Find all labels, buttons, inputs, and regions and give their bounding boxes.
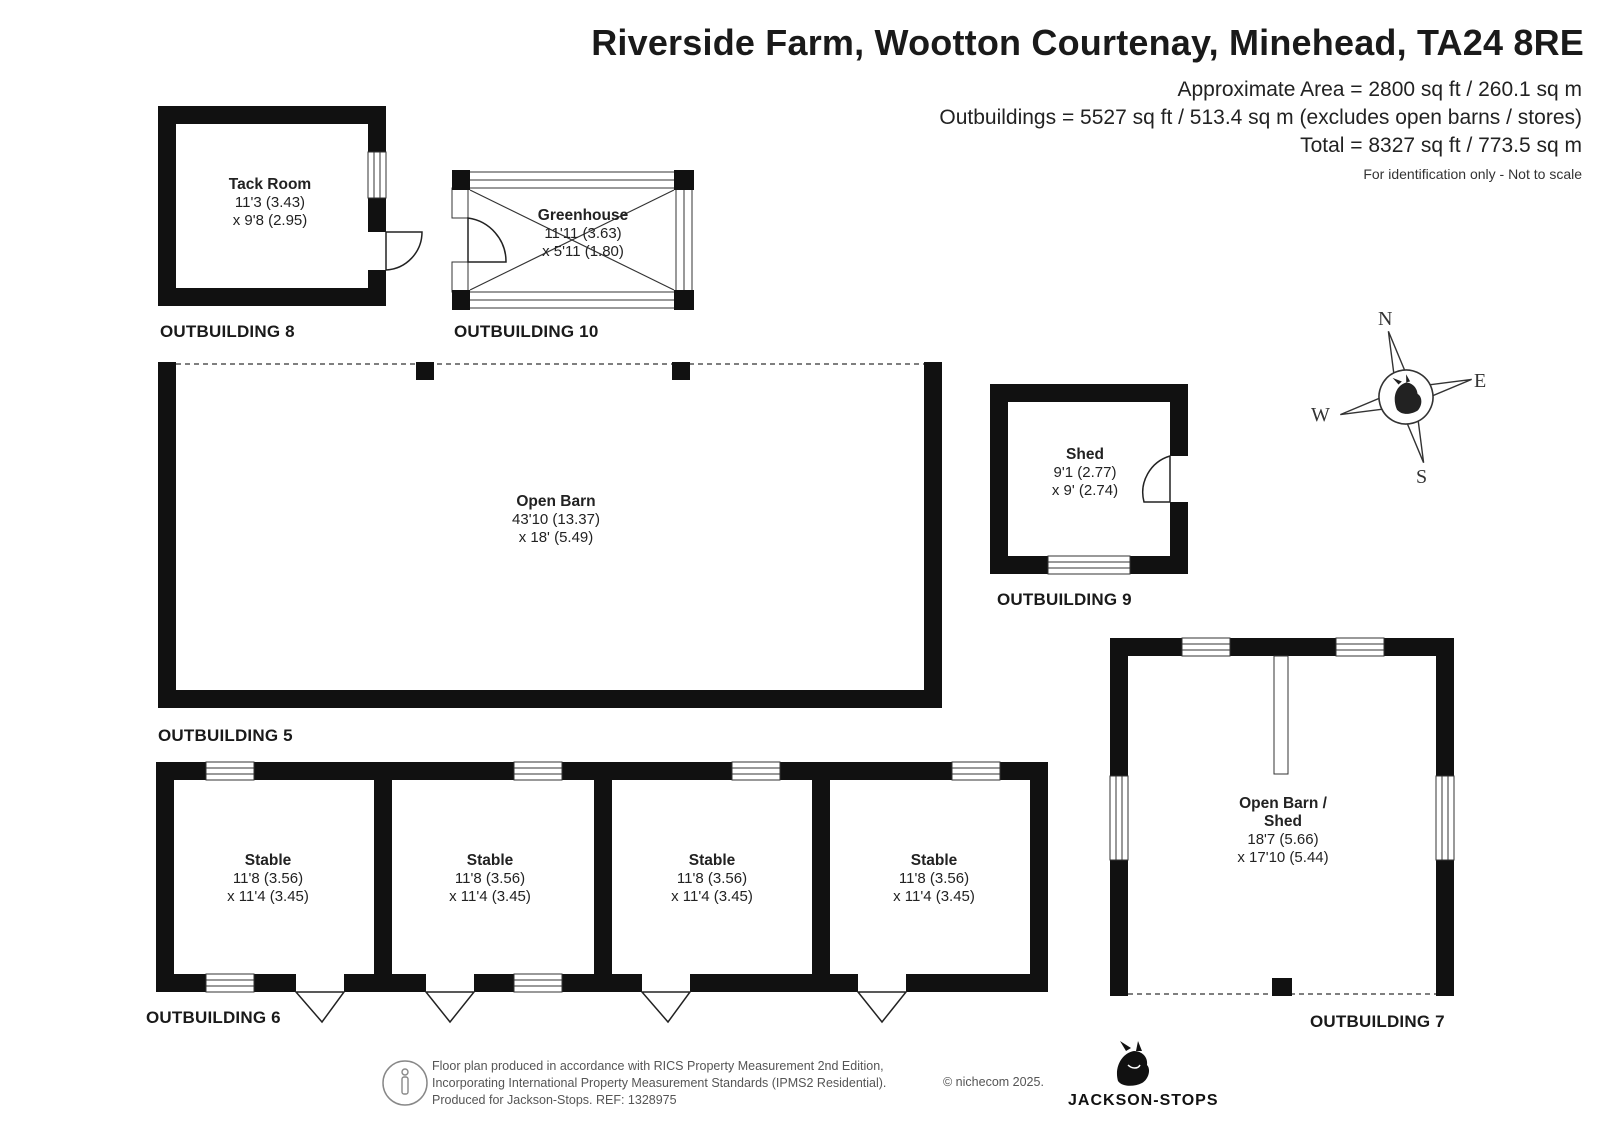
- outbuilding-6-label: OUTBUILDING 6: [146, 1008, 281, 1027]
- room-dim-1: 11'3 (3.43): [234, 194, 306, 211]
- compass-east: E: [1474, 370, 1487, 392]
- room-dim-2: x 17'10 (5.44): [1237, 849, 1329, 866]
- outbuilding-10-plan: [451, 170, 694, 310]
- room-dim-1: 43'10 (13.37): [512, 511, 600, 528]
- outbuilding-8-label: OUTBUILDING 8: [160, 322, 295, 341]
- area-main: Approximate Area = 2800 sq ft / 260.1 sq…: [1177, 78, 1583, 101]
- room-dim-2: x 11'4 (3.45): [893, 888, 975, 905]
- outbuilding-10-label: OUTBUILDING 10: [454, 322, 599, 341]
- compass-west: W: [1311, 404, 1330, 426]
- outbuilding-6-plan: [156, 761, 1048, 1024]
- room-open-barn-shed: Open Barn / Shed 18'7 (5.66) x 17'10 (5.…: [1237, 795, 1328, 867]
- room-name: Stable: [466, 852, 514, 869]
- room-name: Greenhouse: [537, 207, 629, 224]
- compass-south: S: [1416, 466, 1428, 488]
- room-stable-4: Stable 11'8 (3.56) x 11'4 (3.45): [893, 852, 975, 906]
- room-stable-1: Stable 11'8 (3.56) x 11'4 (3.45): [227, 852, 309, 906]
- footer-line-1: Floor plan produced in accordance with R…: [432, 1059, 884, 1073]
- room-open-barn: Open Barn 43'10 (13.37) x 18' (5.49): [512, 493, 600, 547]
- outbuilding-7-label: OUTBUILDING 7: [1310, 1012, 1445, 1031]
- room-name: Tack Room: [228, 176, 312, 193]
- room-name: Stable: [244, 852, 292, 869]
- area-outbuildings: Outbuildings = 5527 sq ft / 513.4 sq m (…: [939, 106, 1582, 129]
- jackson-stops-logo-icon: [1116, 1041, 1150, 1086]
- room-name: Shed: [1066, 446, 1104, 463]
- person-measure-icon: [382, 1060, 428, 1106]
- room-dim-2: x 18' (5.49): [518, 529, 594, 546]
- disclaimer: For identification only - Not to scale: [1363, 166, 1582, 182]
- compass-north: N: [1378, 308, 1393, 330]
- room-dim-2: x 9' (2.74): [1051, 482, 1119, 499]
- room-name-line-1: Open Barn /: [1239, 795, 1327, 812]
- footer-statement: Floor plan produced in accordance with R…: [432, 1058, 886, 1109]
- room-greenhouse: Greenhouse 11'11 (3.63) x 5'11 (1.80): [538, 207, 628, 261]
- room-dim-1: 11'8 (3.56): [676, 870, 748, 887]
- room-name: Open Barn: [516, 493, 596, 510]
- room-dim-1: 11'8 (3.56): [898, 870, 970, 887]
- room-dim-1: 11'11 (3.63): [544, 225, 622, 242]
- room-dim-2: x 9'8 (2.95): [232, 212, 308, 229]
- outbuilding-9-label: OUTBUILDING 9: [997, 590, 1132, 609]
- room-shed: Shed 9'1 (2.77) x 9' (2.74): [1052, 446, 1118, 500]
- area-total: Total = 8327 sq ft / 773.5 sq m: [1300, 134, 1582, 157]
- room-dim-1: 18'7 (5.66): [1247, 831, 1319, 848]
- room-stable-3: Stable 11'8 (3.56) x 11'4 (3.45): [671, 852, 753, 906]
- outbuilding-9-plan: [990, 384, 1188, 575]
- compass-rose: [1340, 331, 1472, 463]
- copyright: © nichecom 2025.: [943, 1075, 1044, 1089]
- room-tack-room: Tack Room 11'3 (3.43) x 9'8 (2.95): [229, 176, 311, 230]
- room-name-line-2: Shed: [1264, 813, 1302, 830]
- room-dim-1: 11'8 (3.56): [232, 870, 304, 887]
- room-stable-2: Stable 11'8 (3.56) x 11'4 (3.45): [449, 852, 531, 906]
- room-name: Stable: [688, 852, 736, 869]
- room-dim-1: 9'1 (2.77): [1053, 464, 1117, 481]
- room-dim-2: x 11'4 (3.45): [227, 888, 309, 905]
- footer-line-2: Incorporating International Property Mea…: [432, 1076, 887, 1090]
- outbuilding-5-label: OUTBUILDING 5: [158, 726, 293, 745]
- room-name: Stable: [910, 852, 958, 869]
- outbuilding-8-plan: [158, 106, 423, 306]
- room-dim-2: x 11'4 (3.45): [449, 888, 531, 905]
- room-dim-2: x 11'4 (3.45): [671, 888, 753, 905]
- page-title: Riverside Farm, Wootton Courtenay, Mineh…: [591, 22, 1584, 63]
- outbuilding-5-plan: [158, 362, 942, 708]
- room-dim-1: 11'8 (3.56): [454, 870, 526, 887]
- footer-line-3: Produced for Jackson-Stops. REF: 1328975: [432, 1093, 677, 1107]
- room-dim-2: x 5'11 (1.80): [542, 243, 624, 260]
- brand-name: JACKSON-STOPS: [1068, 1092, 1219, 1109]
- outbuilding-7-plan: [1109, 637, 1455, 996]
